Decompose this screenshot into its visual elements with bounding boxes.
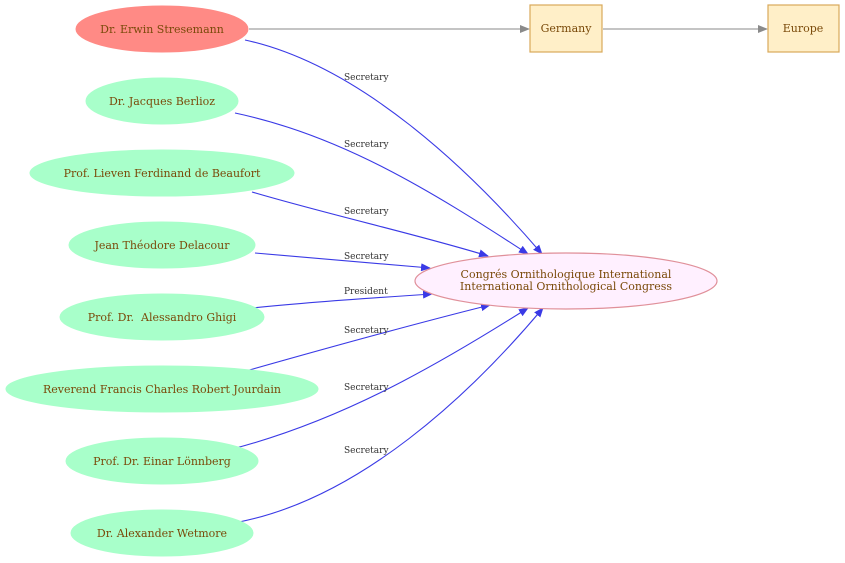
edge-delacour: [254, 252, 431, 272]
node-germany[interactable]: Germany: [529, 4, 603, 53]
edge-label-beaufort: Secretary: [344, 207, 389, 217]
edge-label-berlioz: Secretary: [344, 140, 389, 150]
node-wetmore[interactable]: Dr. Alexander Wetmore: [70, 509, 254, 557]
node-ghigi[interactable]: Prof. Dr. Alessandro Ghigi: [59, 293, 265, 341]
node-label-jourdain: Reverend Francis Charles Robert Jourdain: [43, 383, 281, 396]
node-label-germany: Germany: [541, 22, 593, 35]
edge-lonnberg: [235, 307, 529, 449]
node-jourdain[interactable]: Reverend Francis Charles Robert Jourdain: [5, 365, 319, 413]
node-label-lonnberg: Prof. Dr. Einar Lönnberg: [93, 455, 231, 468]
node-label-beaufort: Prof. Lieven Ferdinand de Beaufort: [64, 167, 261, 180]
node-label-berlioz: Dr. Jacques Berlioz: [109, 95, 215, 108]
edge-wetmore: [238, 307, 544, 523]
congress-label-line2: International Ornithological Congress: [460, 280, 672, 293]
node-label-delacour: Jean Théodore Delacour: [93, 239, 230, 252]
node-label-europe: Europe: [783, 22, 824, 35]
edge-berlioz: [234, 112, 529, 255]
node-label-wetmore: Dr. Alexander Wetmore: [97, 527, 227, 540]
congress-label-line1: Congrés Ornithologique International: [461, 268, 672, 281]
node-stresemann[interactable]: Dr. Erwin Stresemann: [75, 5, 249, 53]
edge-label-lonnberg: Secretary: [344, 383, 389, 393]
node-lonnberg[interactable]: Prof. Dr. Einar Lönnberg: [65, 437, 259, 485]
node-berlioz[interactable]: Dr. Jacques Berlioz: [85, 77, 239, 125]
edge-label-jourdain: Secretary: [344, 326, 389, 336]
edge-label-wetmore: Secretary: [344, 446, 389, 456]
node-europe[interactable]: Europe: [767, 4, 840, 53]
edge-beaufort: [251, 191, 489, 258]
node-delacour[interactable]: Jean Théodore Delacour: [68, 221, 256, 269]
edge-stresemann: [244, 39, 543, 255]
edge-label-delacour: Secretary: [344, 252, 389, 262]
node-label-ghigi: Prof. Dr. Alessandro Ghigi: [88, 311, 237, 324]
edge-label-stresemann: Secretary: [344, 73, 389, 83]
node-congress[interactable]: Congrés Ornithologique International Int…: [414, 252, 718, 310]
node-beaufort[interactable]: Prof. Lieven Ferdinand de Beaufort: [29, 149, 295, 197]
node-label-stresemann: Dr. Erwin Stresemann: [100, 23, 224, 36]
edge-label-ghigi: President: [344, 287, 388, 297]
edge-ghigi: [251, 290, 433, 309]
edge-jourdain: [245, 303, 491, 372]
